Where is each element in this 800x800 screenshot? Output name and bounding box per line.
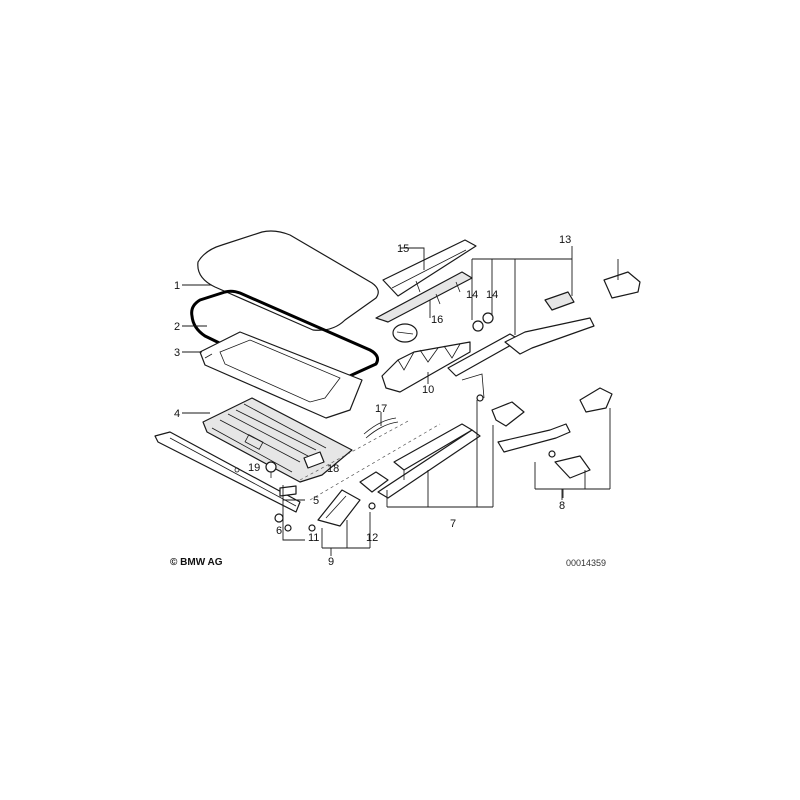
callout-9: 9 (328, 556, 334, 568)
callout-15: 15 (397, 243, 409, 255)
callout-labels: 1 2 3 4 5 6 7 8 9 10 11 12 13 14 14 15 1… (174, 234, 571, 568)
callout-12: 12 (366, 532, 378, 544)
callout-2: 2 (174, 321, 180, 333)
callout-10: 10 (422, 384, 434, 396)
part-small-fasteners (265, 451, 325, 532)
part-10-front-bracket (381, 323, 471, 393)
part-rod-and-clip (461, 373, 525, 427)
part-9-hinge-mechanism (308, 489, 376, 532)
document-number: 00014359 (566, 558, 606, 568)
callout-16: 16 (431, 314, 443, 326)
callout-14-right: 14 (486, 289, 498, 301)
callout-14-left: 14 (466, 289, 478, 301)
callout-17: 17 (375, 403, 387, 415)
callout-13: 13 (559, 234, 571, 246)
part-1-glass-lid (197, 230, 379, 331)
callout-5: 5 (313, 495, 319, 507)
callout-7: 7 (450, 518, 456, 530)
part-2-seal (190, 289, 379, 390)
part-15-16-deflector-rail (375, 239, 477, 323)
part-3-frame (199, 331, 363, 419)
callout-8: 8 (559, 500, 565, 512)
part-8-brackets (497, 387, 613, 479)
callout-18: 18 (327, 463, 339, 475)
part-5-side-rail (154, 431, 301, 513)
callout-1: 1 (174, 280, 180, 292)
part-7-guide-rail (299, 419, 481, 501)
part-17-cable-guide (363, 417, 399, 439)
callout-3: 3 (174, 347, 180, 359)
part-13-linkage (447, 271, 641, 377)
callout-6: 6 (276, 525, 282, 537)
callout-4: 4 (174, 408, 180, 420)
callout-11: 11 (308, 532, 319, 544)
callout-19: 19 (248, 462, 260, 474)
leader-lines (182, 246, 619, 556)
copyright-label: © BMW AG (170, 557, 223, 568)
